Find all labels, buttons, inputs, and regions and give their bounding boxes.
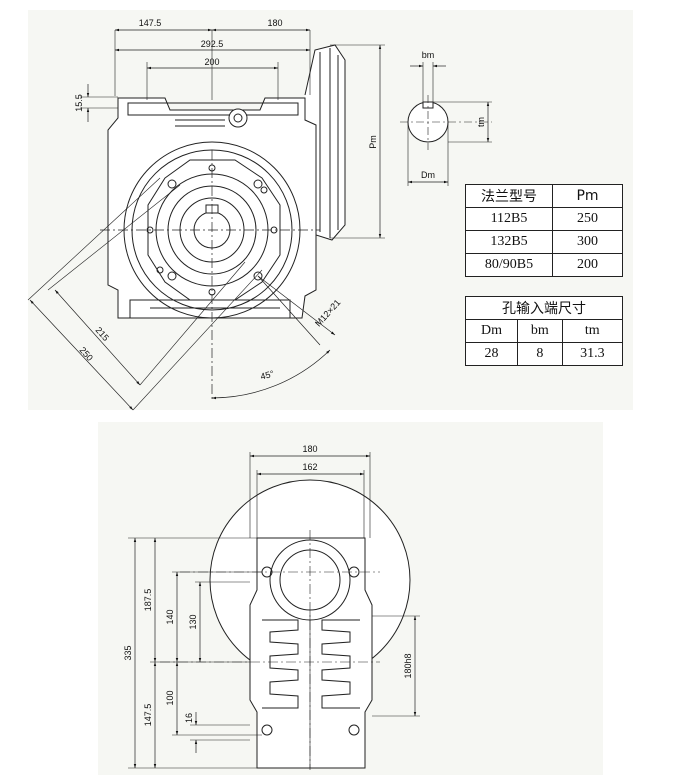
dim-180-top: 180 (267, 18, 282, 28)
dim-45-deg: 45° (259, 368, 275, 381)
flange-cell: 80/90B5 (465, 253, 553, 277)
input-cell: 8 (517, 342, 563, 366)
dim-147-5-top: 147.5 (139, 18, 162, 28)
table-row: 132B5 300 (465, 230, 623, 254)
input-cell: 28 (465, 342, 518, 366)
dim-180h8: 180h8 (403, 653, 413, 678)
input-table-caption: 孔输入端尺寸 (465, 296, 623, 320)
input-cell: 31.3 (561, 342, 624, 366)
shaft-key-detail (400, 62, 492, 186)
dim-200-top: 200 (204, 57, 219, 67)
flange-table: 法兰型号 Pm 112B5 250 132B5 300 80/90B5 200 (465, 184, 623, 277)
label-dm: Dm (421, 170, 435, 180)
flange-header-model: 法兰型号 (465, 184, 553, 208)
dim-140: 140 (165, 609, 175, 624)
flange-cell: 300 (552, 230, 623, 254)
table-row: 112B5 250 (465, 207, 623, 231)
flange-cell: 132B5 (465, 230, 553, 254)
dim-335: 335 (123, 645, 133, 660)
dim-180-side: 180 (302, 444, 317, 454)
label-tm: tm (476, 117, 486, 127)
dim-pm: Pm (368, 135, 378, 149)
dim-130: 130 (188, 614, 198, 629)
label-bm: bm (422, 50, 435, 60)
dim-16: 16 (184, 713, 194, 723)
dim-100: 100 (165, 690, 175, 705)
input-bore-table: 孔输入端尺寸 Dm bm tm 28 8 31.3 (465, 296, 624, 366)
input-header-bm: bm (517, 319, 563, 343)
dim-187-5: 187.5 (143, 589, 153, 612)
dim-147-5-side: 147.5 (143, 704, 153, 727)
dim-162: 162 (302, 462, 317, 472)
flange-cell: 250 (552, 207, 623, 231)
table-row: 80/90B5 200 (465, 253, 623, 277)
flange-cell: 200 (552, 253, 623, 277)
flange-header-pm: Pm (552, 184, 623, 208)
table-row: 28 8 31.3 (465, 342, 624, 366)
dim-15-5: 15.5 (74, 94, 84, 112)
input-header-dm: Dm (465, 319, 518, 343)
flange-cell: 112B5 (465, 207, 553, 231)
dim-292-5: 292.5 (201, 39, 224, 49)
input-header-tm: tm (561, 319, 624, 343)
side-view (98, 422, 603, 775)
